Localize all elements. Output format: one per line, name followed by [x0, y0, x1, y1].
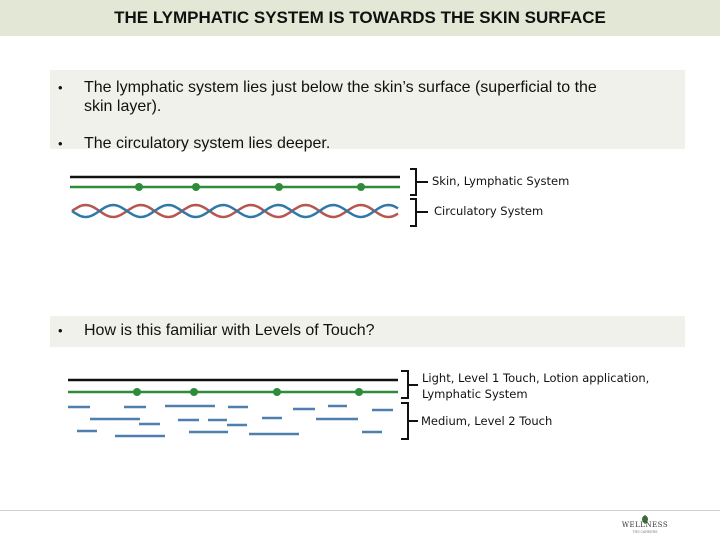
lymph-node: [135, 183, 143, 191]
lymph-node: [192, 183, 200, 191]
bullet-text-cont: skin layer).: [84, 98, 162, 115]
text-box-top: [50, 70, 685, 149]
label-light-touch-line1: Light, Level 1 Touch, Lotion application…: [422, 371, 650, 385]
lymph-node: [273, 388, 281, 396]
leaf-icon: [642, 515, 648, 524]
bullet-dot: •: [58, 323, 63, 338]
bullet-text: How is this familiar with Levels of Touc…: [84, 322, 375, 339]
page-title: THE LYMPHATIC SYSTEM IS TOWARDS THE SKIN…: [114, 8, 606, 27]
bullet-dot: •: [58, 136, 63, 151]
bracket-skin: [410, 168, 428, 196]
label-light-touch-line2: Lymphatic System: [422, 387, 528, 401]
bracket-light-touch: [401, 370, 418, 399]
title-bar: [0, 0, 720, 36]
bracket-circulatory: [410, 198, 428, 227]
lymph-node: [357, 183, 365, 191]
lymph-node: [355, 388, 363, 396]
footer-divider: [0, 510, 720, 511]
lymph-node: [190, 388, 198, 396]
lymph-node: [133, 388, 141, 396]
lymph-node: [275, 183, 283, 191]
deep-tissue-dashes: [68, 404, 393, 438]
bracket-medium-touch: [401, 402, 418, 440]
wellness-logo: WELLNESS TRS CAREERS: [620, 515, 670, 537]
text-box-middle: [50, 316, 685, 347]
bullet-text: The circulatory system lies deeper.: [84, 135, 331, 152]
bullet-dot: •: [58, 80, 63, 95]
logo-name: WELLNESS: [621, 521, 669, 529]
logo-tagline: TRS CAREERS: [632, 530, 658, 534]
bullet-text: The lymphatic system lies just below the…: [84, 79, 597, 96]
label-skin-lymphatic: Skin, Lymphatic System: [432, 174, 570, 188]
label-circulatory: Circulatory System: [434, 204, 544, 218]
label-medium-touch: Medium, Level 2 Touch: [421, 414, 553, 428]
label-light-touch: Light, Level 1 Touch, Lotion application…: [422, 370, 649, 402]
vein-wave: [71, 203, 399, 219]
